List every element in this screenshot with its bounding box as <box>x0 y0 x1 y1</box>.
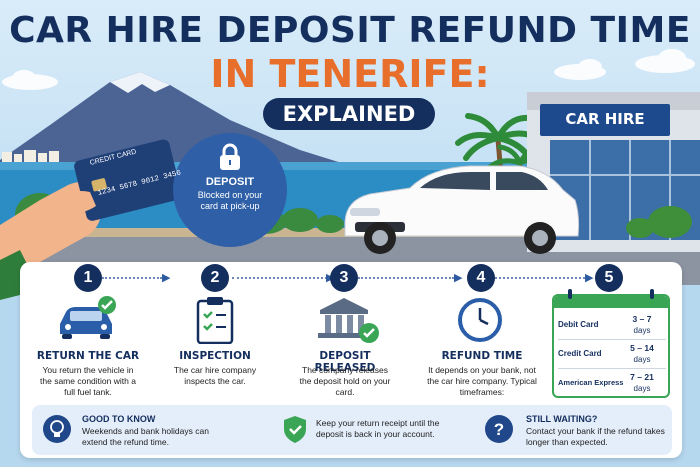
step-title-4: REFUND TIME <box>441 350 523 362</box>
timeframe-row: American Express 7 – 21 days <box>558 370 666 396</box>
timeframe-row: Debit Card 3 – 7 days <box>558 312 666 340</box>
calendar-ring <box>568 289 572 299</box>
clipboard-icon <box>196 297 234 344</box>
shield-check-icon <box>284 416 306 443</box>
timeframe-value: 5 – 14 <box>630 343 654 353</box>
timeframe-value: 7 – 21 <box>630 372 654 382</box>
step-connector-1 <box>102 277 162 279</box>
step-title-2: INSPECTION <box>179 350 251 362</box>
arrow-icon-3: ▶ <box>454 272 463 284</box>
timeframes-calendar: Debit Card 3 – 7 days Credit Card 5 – 14… <box>552 294 670 398</box>
step-connector-4 <box>495 277 585 279</box>
timeframe-label: Credit Card <box>558 349 602 358</box>
timeframe-label: Debit Card <box>558 320 599 329</box>
building-plants <box>626 206 692 238</box>
still-waiting-title: STILL WAITING? <box>526 414 598 424</box>
clouds <box>2 49 695 90</box>
check-icon-1 <box>98 296 116 314</box>
calendar-header <box>554 296 668 308</box>
padlock-icon <box>220 143 240 170</box>
step-number-1: 1 <box>74 264 102 292</box>
step-desc-3: The company releases the deposit hold on… <box>299 365 391 397</box>
white-car <box>344 165 580 254</box>
check-icon-3 <box>359 323 379 343</box>
deposit-text: Blocked on your card at pick-up <box>197 190 263 211</box>
step-desc-4: It depends on your bank, not the car hir… <box>427 365 537 397</box>
timeframe-value: 3 – 7 <box>632 314 652 324</box>
step-desc-1: You return the vehicle in the same condi… <box>40 365 136 397</box>
arrow-icon-1: ▶ <box>162 272 171 284</box>
timeframe-unit: days <box>633 326 651 335</box>
bank-icon <box>318 298 370 338</box>
step-title-1: RETURN THE CAR <box>36 350 140 362</box>
calendar-ring <box>650 289 654 299</box>
car-icon <box>60 307 112 339</box>
good-to-know-text: Weekends and bank holidays can extend th… <box>82 426 209 447</box>
deposit-bubble <box>173 133 287 247</box>
timeframe-unit: days <box>633 384 651 393</box>
step-connector-3 <box>358 277 454 279</box>
step-number-4: 4 <box>467 264 495 292</box>
arrow-icon-4: ▶ <box>585 272 594 284</box>
mountain-snow <box>110 72 170 93</box>
good-to-know-title: GOOD TO KNOW <box>82 414 156 424</box>
step-title-3: DEPOSIT RELEASED <box>314 350 376 374</box>
step-connector-2 <box>232 277 327 279</box>
receipt-text: Keep your return receipt until the depos… <box>316 418 440 439</box>
timeframe-label: American Express <box>558 378 624 387</box>
info-bar <box>32 405 672 455</box>
deposit-title: DEPOSIT <box>205 176 255 188</box>
clock-icon <box>458 298 502 342</box>
timeframe-row: Credit Card 5 – 14 days <box>558 341 666 369</box>
town <box>2 150 59 162</box>
svg-text:?: ? <box>494 420 504 439</box>
title-pill: EXPLAINED <box>263 98 435 130</box>
car-hire-sign: CAR HIRE <box>565 110 645 128</box>
lightbulb-icon <box>43 415 71 443</box>
step-number-5: 5 <box>595 264 623 292</box>
still-waiting-text: Contact your bank if the refund takes lo… <box>526 426 665 447</box>
mountain <box>0 72 380 175</box>
step-number-2: 2 <box>201 264 229 292</box>
title-line1: CAR HIRE DEPOSIT REFUND TIME <box>9 10 691 51</box>
question-icon: ? <box>485 415 513 443</box>
timeframe-unit: days <box>633 355 651 364</box>
title-line2: IN TENERIFE: <box>210 52 490 96</box>
step-number-3: 3 <box>330 264 358 292</box>
step-desc-2: The car hire company inspects the car. <box>173 365 257 386</box>
